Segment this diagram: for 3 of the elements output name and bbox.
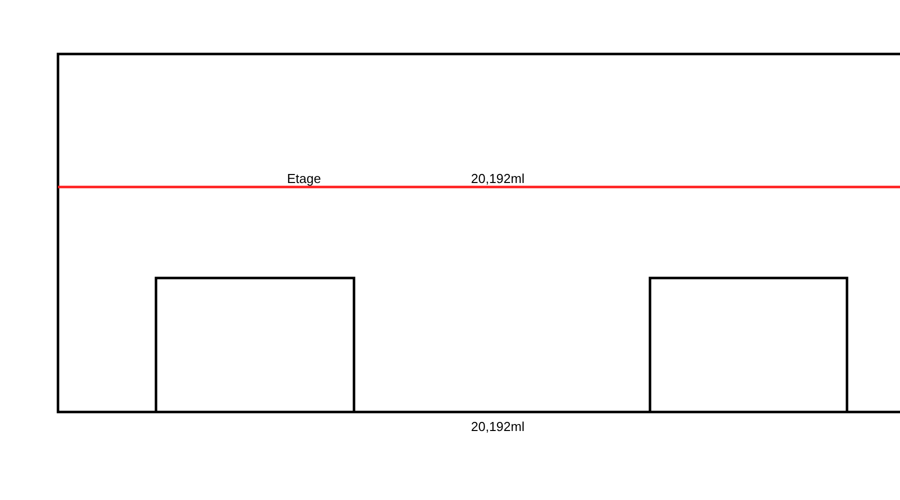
dimension-label: 20,192ml — [471, 419, 524, 434]
dimension-label: 20,192ml — [471, 171, 524, 186]
floor-label: Etage — [287, 171, 321, 186]
